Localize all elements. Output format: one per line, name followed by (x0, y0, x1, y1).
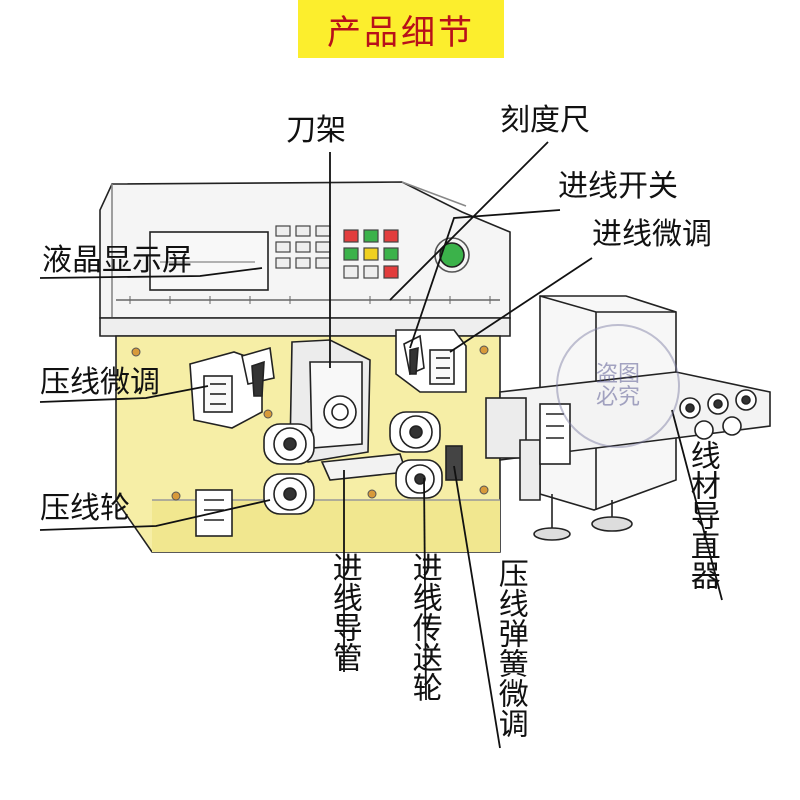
label-tool-holder: 刀架 (286, 113, 346, 148)
leader-lines (39, 141, 723, 749)
label-press-fine-adjust: 压线微调 (40, 365, 160, 400)
label-press-spring-adjust: 压线弹簧微调 (492, 558, 528, 738)
label-feed-switch: 进线开关 (558, 169, 678, 204)
page-title: 产品细节 (327, 12, 475, 53)
watermark-text: 盗图必究 (595, 361, 640, 410)
label-feed-guide-tube: 进线导管 (326, 552, 362, 672)
power-button (439, 242, 465, 268)
spring-adjuster (445, 445, 463, 481)
machine-sketch (99, 181, 771, 553)
watermark-seal: 盗图必究 (556, 324, 680, 448)
label-feed-fine-adjust: 进线微调 (592, 217, 712, 252)
label-wire-straightener: 线材导直器 (684, 440, 720, 590)
lcd-screen (149, 231, 269, 291)
label-feed-drive-wheel: 进线传送轮 (406, 552, 442, 702)
press-wheels (263, 423, 315, 515)
feed-drive-wheels (389, 411, 443, 499)
page-title-banner: 产品细节 (298, 0, 504, 58)
label-scale: 刻度尺 (500, 103, 590, 138)
label-lcd: 液晶显示屏 (42, 243, 192, 278)
label-press-wheel: 压线轮 (40, 491, 130, 526)
